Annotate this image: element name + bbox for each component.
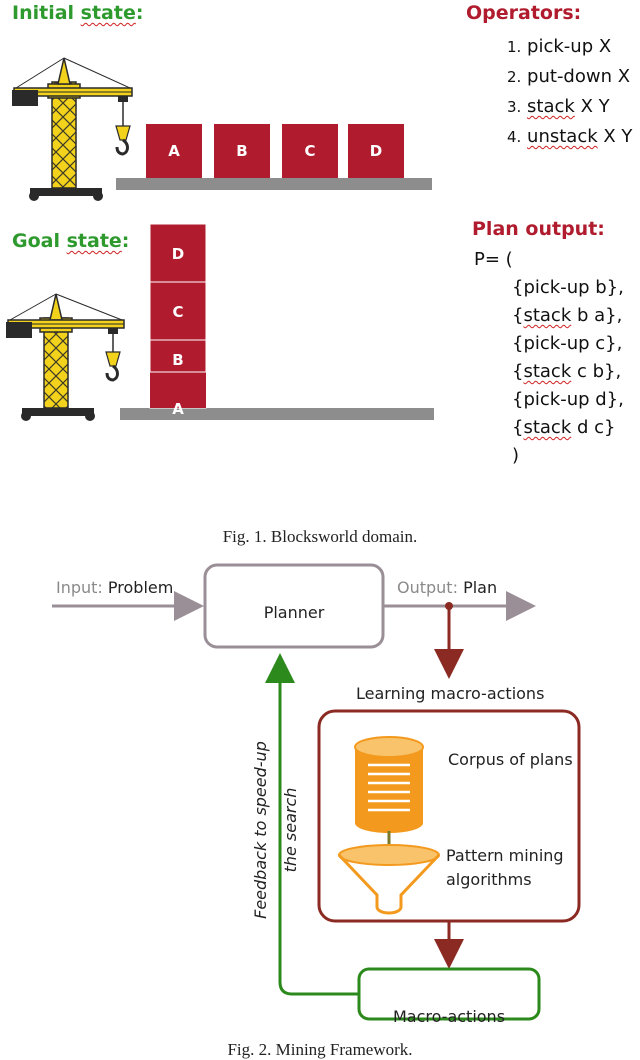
figure-1-caption: Fig. 1. Blocksworld domain. (222, 527, 418, 546)
initial-state-scene: A B C D (12, 57, 432, 201)
feedback-arrow (265, 653, 359, 996)
block-label: B (172, 351, 183, 369)
output-branch-dot (445, 602, 453, 610)
initial-state-heading: Initial state: (12, 2, 144, 24)
funnel-icon (337, 844, 441, 915)
figure-2-caption: Fig. 2. Mining Framework. (227, 1040, 413, 1059)
goal-stack: D C B A (149, 223, 207, 418)
goal-state-heading: Goal state: (12, 230, 130, 252)
crane-icon (6, 293, 125, 421)
block-label: A (168, 142, 180, 160)
plan-step: {stack d c} (512, 417, 616, 438)
mining-label: Pattern mining algorithms (446, 846, 564, 889)
block-a (146, 124, 202, 178)
block-b (214, 124, 270, 178)
block-label: C (304, 142, 315, 160)
operator-item: 2. put-down X (507, 66, 631, 87)
operator-item: 3. stack X Y (507, 96, 610, 117)
learning-macro-actions-label: Learning macro-actions (356, 684, 545, 703)
database-icon (354, 736, 424, 833)
mining-framework-diagram (52, 563, 581, 1021)
crane-icon (12, 57, 133, 201)
ground-bar (116, 178, 432, 190)
goal-state-scene: D C B A (6, 223, 434, 421)
block-label: D (370, 142, 382, 160)
block-label: C (172, 303, 183, 321)
plan-step: {stack c b}, (512, 361, 622, 382)
plan-output-heading: Plan output: (472, 218, 605, 240)
plan-step: {pick-up c}, (512, 333, 623, 354)
block-c (282, 124, 338, 178)
macro-actions-label: Macro-actions (392, 1007, 506, 1026)
block-label: D (172, 245, 184, 263)
plan-output: P= ( {pick-up b}, {stack b a}, {pick-up … (474, 246, 634, 470)
block-d (149, 223, 207, 283)
plan-close: ) (512, 445, 520, 466)
output-label: Output: Plan (397, 578, 498, 597)
plan-step: {stack b a}, (512, 305, 623, 326)
input-label: Input: Problem (56, 578, 174, 597)
feedback-label: Feedback to speed-up the search (251, 741, 300, 919)
plan-step: {pick-up d}, (512, 389, 624, 410)
block-d (348, 124, 404, 178)
operator-item: 4. unstack X Y (507, 126, 633, 147)
ground-bar (120, 408, 434, 420)
block-label: B (236, 142, 247, 160)
plan-step: {pick-up b}, (512, 277, 624, 298)
operators-heading: Operators: (466, 2, 582, 24)
operator-item: 1. pick-up X (507, 36, 612, 57)
block-c (149, 281, 207, 341)
operators-list: 1. pick-up X 2. put-down X 3. stack X Y … (507, 32, 640, 152)
initial-blocks: A B C D (146, 124, 404, 178)
corpus-label: Corpus of plans (448, 750, 573, 769)
planner-label: Planner (263, 603, 325, 622)
block-label: A (172, 400, 184, 418)
plan-open: P= ( (474, 249, 513, 270)
